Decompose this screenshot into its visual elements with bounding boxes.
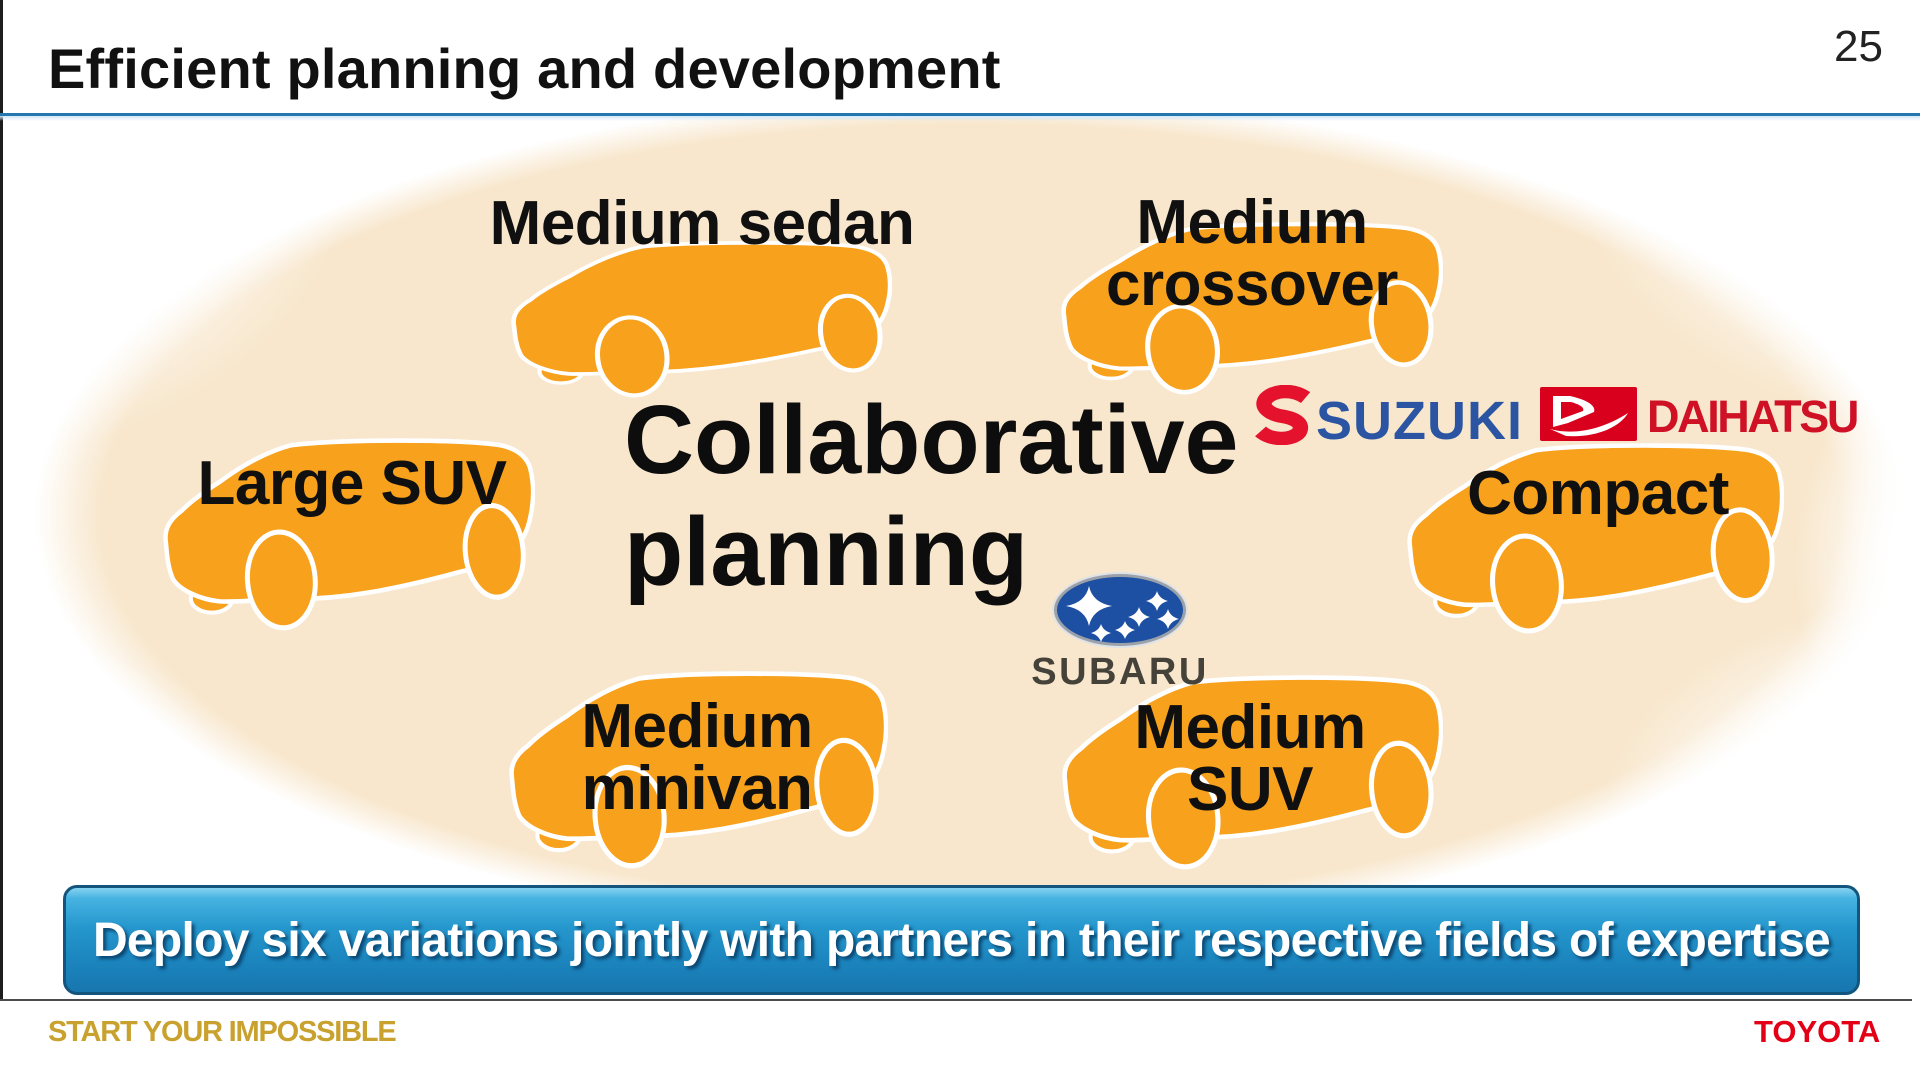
svg-text:SUBARU: SUBARU: [1031, 651, 1209, 690]
svg-text:DAIHATSU: DAIHATSU: [1647, 391, 1857, 442]
